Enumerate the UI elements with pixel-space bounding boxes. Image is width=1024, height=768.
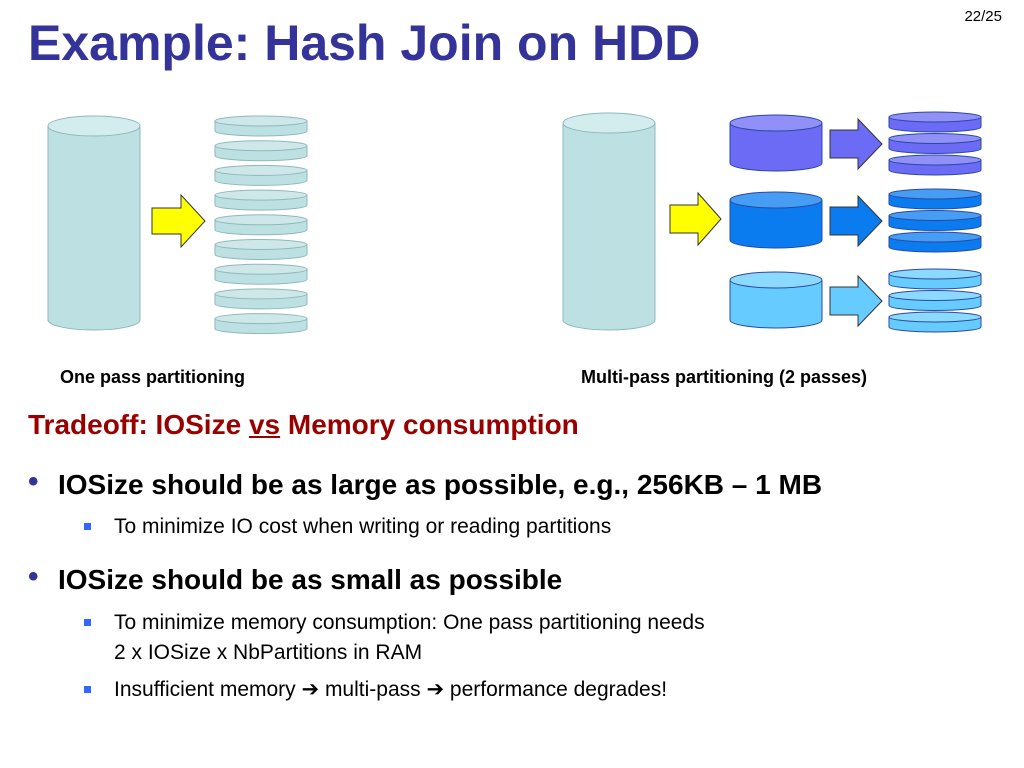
partitioning-diagram: [47, 111, 982, 335]
tradeoff-heading: Tradeoff: IOSize vs Memory consumption: [28, 409, 579, 441]
partition-disk-icon: [214, 115, 308, 137]
square-bullet-icon: [84, 523, 91, 530]
tradeoff-suffix: Memory consumption: [280, 409, 579, 440]
final-partition-disk-icon: [888, 133, 982, 154]
final-partition-disk-icon: [888, 154, 982, 176]
right-arrow-icon: [829, 274, 883, 328]
page-number: 22/25: [964, 8, 1002, 25]
final-partition-disk-icon: [888, 290, 982, 311]
right-arrow-icon: [829, 194, 883, 248]
sub-bullet-text: To minimize IO cost when writing or read…: [114, 515, 612, 538]
bullet-text: IOSize should be as large as possible, e…: [58, 469, 823, 500]
final-partition-disk-icon: [888, 111, 982, 133]
round-bullet-icon: •: [28, 560, 39, 593]
partition-disk-icon: [214, 313, 308, 335]
caption-multi-pass: Multi-pass partitioning (2 passes): [581, 367, 868, 387]
bullet-text: IOSize should be as small as possible: [58, 564, 563, 595]
partition-disk-icon: [214, 164, 308, 186]
sub-bullet-text-cont: 2 x IOSize x NbPartitions in RAM: [114, 641, 423, 664]
intermediate-partition-disk-icon: [729, 114, 823, 172]
one-pass-partitions: [214, 115, 308, 335]
intermediate-partition-disk-icon: [729, 271, 823, 329]
square-bullet-icon: [84, 686, 91, 693]
sub-bullet-memory: To minimize memory consumption: One pass…: [84, 608, 705, 668]
partition-disk-icon: [214, 288, 308, 310]
caption-one-pass: One pass partitioning: [60, 367, 246, 387]
sub-bullet-text: To minimize memory consumption: One pass…: [114, 611, 705, 634]
final-partition-disk-icon: [888, 311, 982, 333]
multi-pass-groups: [729, 111, 982, 333]
right-arrow-icon: [151, 193, 206, 249]
sub-bullet-insufficient: Insufficient memory ➔ multi-pass ➔ perfo…: [84, 675, 668, 705]
partition-disk-icon: [214, 239, 308, 260]
square-bullet-icon: [84, 619, 91, 626]
bullet-large-iosize: • IOSize should be as large as possible,…: [28, 465, 823, 501]
partition-disk-icon: [214, 263, 308, 285]
source-disk-right: [562, 112, 656, 331]
tradeoff-prefix: Tradeoff: IOSize: [28, 409, 249, 440]
tradeoff-vs: vs: [248, 409, 281, 440]
final-partition-disk-icon: [888, 188, 982, 210]
partition-disk-icon: [214, 214, 308, 236]
sub-bullet-minimize-io: To minimize IO cost when writing or read…: [84, 512, 612, 542]
round-bullet-icon: •: [28, 465, 39, 498]
final-partition-disk-icon: [888, 231, 982, 253]
bullet-small-iosize: • IOSize should be as small as possible: [28, 560, 563, 596]
slide-title: Example: Hash Join on HDD: [28, 15, 701, 71]
final-partition-disk-icon: [888, 268, 982, 290]
intermediate-partition-disk-icon: [729, 191, 823, 249]
right-arrow-icon: [669, 191, 722, 247]
source-disk-left: [47, 115, 141, 331]
sub-bullet-text: Insufficient memory ➔ multi-pass ➔ perfo…: [114, 678, 668, 701]
partition-disk-icon: [214, 189, 308, 211]
final-partition-disk-icon: [888, 210, 982, 231]
right-arrow-icon: [829, 117, 883, 171]
partition-disk-icon: [214, 140, 308, 162]
